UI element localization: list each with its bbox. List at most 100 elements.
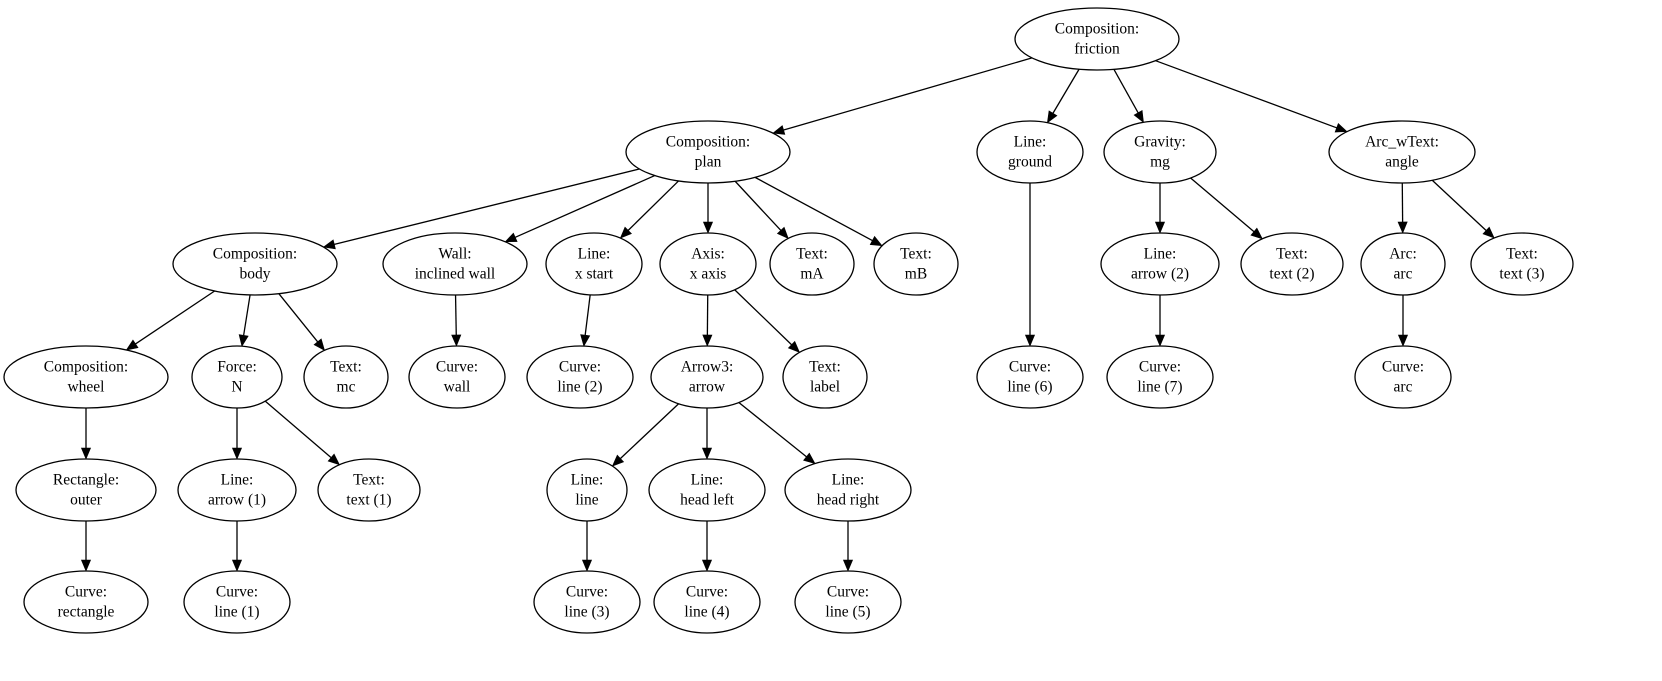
node-ellipse: [784, 458, 912, 522]
node-label-type: Axis:: [691, 246, 725, 263]
edge-x_start-to-line2: [584, 294, 591, 336]
node-label-name: arrow (2): [1131, 266, 1189, 283]
node-label-name: line (7): [1137, 379, 1182, 396]
graph-node-label[interactable]: Text:label: [782, 345, 868, 409]
arrowhead-icon: [231, 447, 243, 460]
node-label-type: Text:: [796, 246, 828, 263]
node-ellipse: [650, 345, 764, 409]
arrowhead-icon: [80, 447, 92, 460]
graph-node-line5[interactable]: Curve:line (5): [794, 570, 902, 634]
node-label-type: Line:: [571, 472, 604, 489]
edge-body-to-N: [242, 294, 251, 336]
node-label-type: Arc:: [1389, 246, 1417, 263]
arrowhead-icon: [869, 235, 883, 247]
node-ellipse: [15, 458, 157, 522]
node-label-type: Text:: [353, 472, 385, 489]
node-label-type: Curve:: [1139, 359, 1181, 376]
node-label-type: Composition:: [1055, 21, 1139, 38]
node-label-name: arrow: [689, 379, 726, 396]
node-label-type: Curve:: [559, 359, 601, 376]
node-label-name: text (3): [1499, 266, 1544, 283]
edge-plan-to-x_start: [627, 180, 680, 231]
node-label-type: Composition:: [213, 246, 297, 263]
node-ellipse: [648, 458, 766, 522]
graph-node-text1[interactable]: Text:text (1): [317, 458, 421, 522]
node-label-name: head right: [817, 492, 880, 509]
graph-node-plan[interactable]: Composition:plan: [625, 120, 791, 184]
arrowhead-icon: [580, 334, 591, 347]
edge-friction-to-ground: [1052, 68, 1080, 114]
graph-node-mA[interactable]: Text:mA: [769, 232, 855, 296]
node-ellipse: [1240, 232, 1344, 296]
edge-plan-to-mA: [734, 180, 782, 231]
node-ellipse: [625, 120, 791, 184]
graph-node-angle[interactable]: Arc_wText:angle: [1328, 120, 1476, 184]
arrowhead-icon: [842, 559, 854, 572]
graph-node-line7[interactable]: Curve: line (7): [1106, 345, 1214, 409]
graph-node-friction[interactable]: Composition:friction: [1014, 7, 1180, 71]
node-ellipse: [545, 232, 643, 296]
edge-plan-to-inclined_wall: [514, 174, 656, 238]
graph-node-rectangle[interactable]: Curve:rectangle: [23, 570, 149, 634]
graph-node-wall[interactable]: Curve:wall: [408, 345, 506, 409]
edge-friction-to-plan: [783, 57, 1033, 131]
node-label-name: line (2): [557, 379, 602, 396]
graph-node-outer[interactable]: Rectangle:outer: [15, 458, 157, 522]
node-label-type: Text:: [809, 359, 841, 376]
graph-node-ground[interactable]: Line:ground: [976, 120, 1084, 184]
graph-node-arrow2[interactable]: Line:arrow (2): [1100, 232, 1220, 296]
edges-layer: [80, 57, 1495, 572]
node-label-name: text (2): [1269, 266, 1314, 283]
arrowhead-icon: [1397, 334, 1409, 347]
graph-node-arrow[interactable]: Arrow3:arrow: [650, 345, 764, 409]
graph-node-x_axis[interactable]: Axis:x axis: [659, 232, 757, 296]
node-label-name: inclined wall: [415, 266, 496, 283]
node-ellipse: [1106, 345, 1214, 409]
node-label-type: Curve:: [1009, 359, 1051, 376]
node-ellipse: [1100, 232, 1220, 296]
node-ellipse: [659, 232, 757, 296]
arrowhead-icon: [702, 334, 713, 347]
arrowhead-icon: [701, 559, 713, 572]
graph-node-body[interactable]: Composition: body: [172, 232, 338, 296]
graph-node-text3[interactable]: Text:text (3): [1470, 232, 1574, 296]
node-label-name: arc: [1394, 266, 1413, 283]
graph-node-head_right[interactable]: Line:head right: [784, 458, 912, 522]
graph-node-head_left[interactable]: Line:head left: [648, 458, 766, 522]
edge-body-to-mc: [278, 293, 319, 343]
edge-plan-to-mB: [754, 176, 873, 242]
graph-node-line2[interactable]: Curve: line (2): [526, 345, 634, 409]
node-ellipse: [1354, 345, 1452, 409]
graph-node-inclined_wall[interactable]: Wall:inclined wall: [382, 232, 528, 296]
node-ellipse: [177, 458, 297, 522]
node-label-type: Line:: [221, 472, 254, 489]
node-label-name: mg: [1150, 154, 1170, 171]
node-label-name: body: [240, 266, 271, 283]
arrowhead-icon: [803, 452, 816, 465]
graph-node-x_start[interactable]: Line:x start: [545, 232, 643, 296]
graph-node-mg[interactable]: Gravity: mg: [1103, 120, 1217, 184]
graph-node-wheel[interactable]: Composition:wheel: [3, 345, 169, 409]
graph-node-mc[interactable]: Text:mc: [303, 345, 389, 409]
node-ellipse: [408, 345, 506, 409]
node-ellipse: [769, 232, 855, 296]
node-label-type: Gravity:: [1134, 134, 1186, 151]
graph-node-arrow1[interactable]: Line:arrow (1): [177, 458, 297, 522]
graph-node-arc2[interactable]: Curve:arc: [1354, 345, 1452, 409]
graph-node-line1[interactable]: Curve:line (1): [183, 570, 291, 634]
graph-node-N[interactable]: Force:N: [191, 345, 283, 409]
node-ellipse: [317, 458, 421, 522]
graph-node-line4[interactable]: Curve:line (4): [653, 570, 761, 634]
graph-node-text2[interactable]: Text:text (2): [1240, 232, 1344, 296]
graph-node-line6[interactable]: Curve: line (6): [976, 345, 1084, 409]
arrowhead-icon: [322, 239, 336, 250]
node-label-name: line (6): [1007, 379, 1052, 396]
node-ellipse: [23, 570, 149, 634]
graph-node-arc[interactable]: Arc: arc: [1360, 232, 1446, 296]
edge-friction-to-mg: [1113, 69, 1139, 114]
node-label-type: Force:: [217, 359, 257, 376]
graph-node-line_[interactable]: Line:line: [546, 458, 628, 522]
graph-node-line3[interactable]: Curve:line (3): [533, 570, 641, 634]
graph-node-mB[interactable]: Text:mB: [873, 232, 959, 296]
